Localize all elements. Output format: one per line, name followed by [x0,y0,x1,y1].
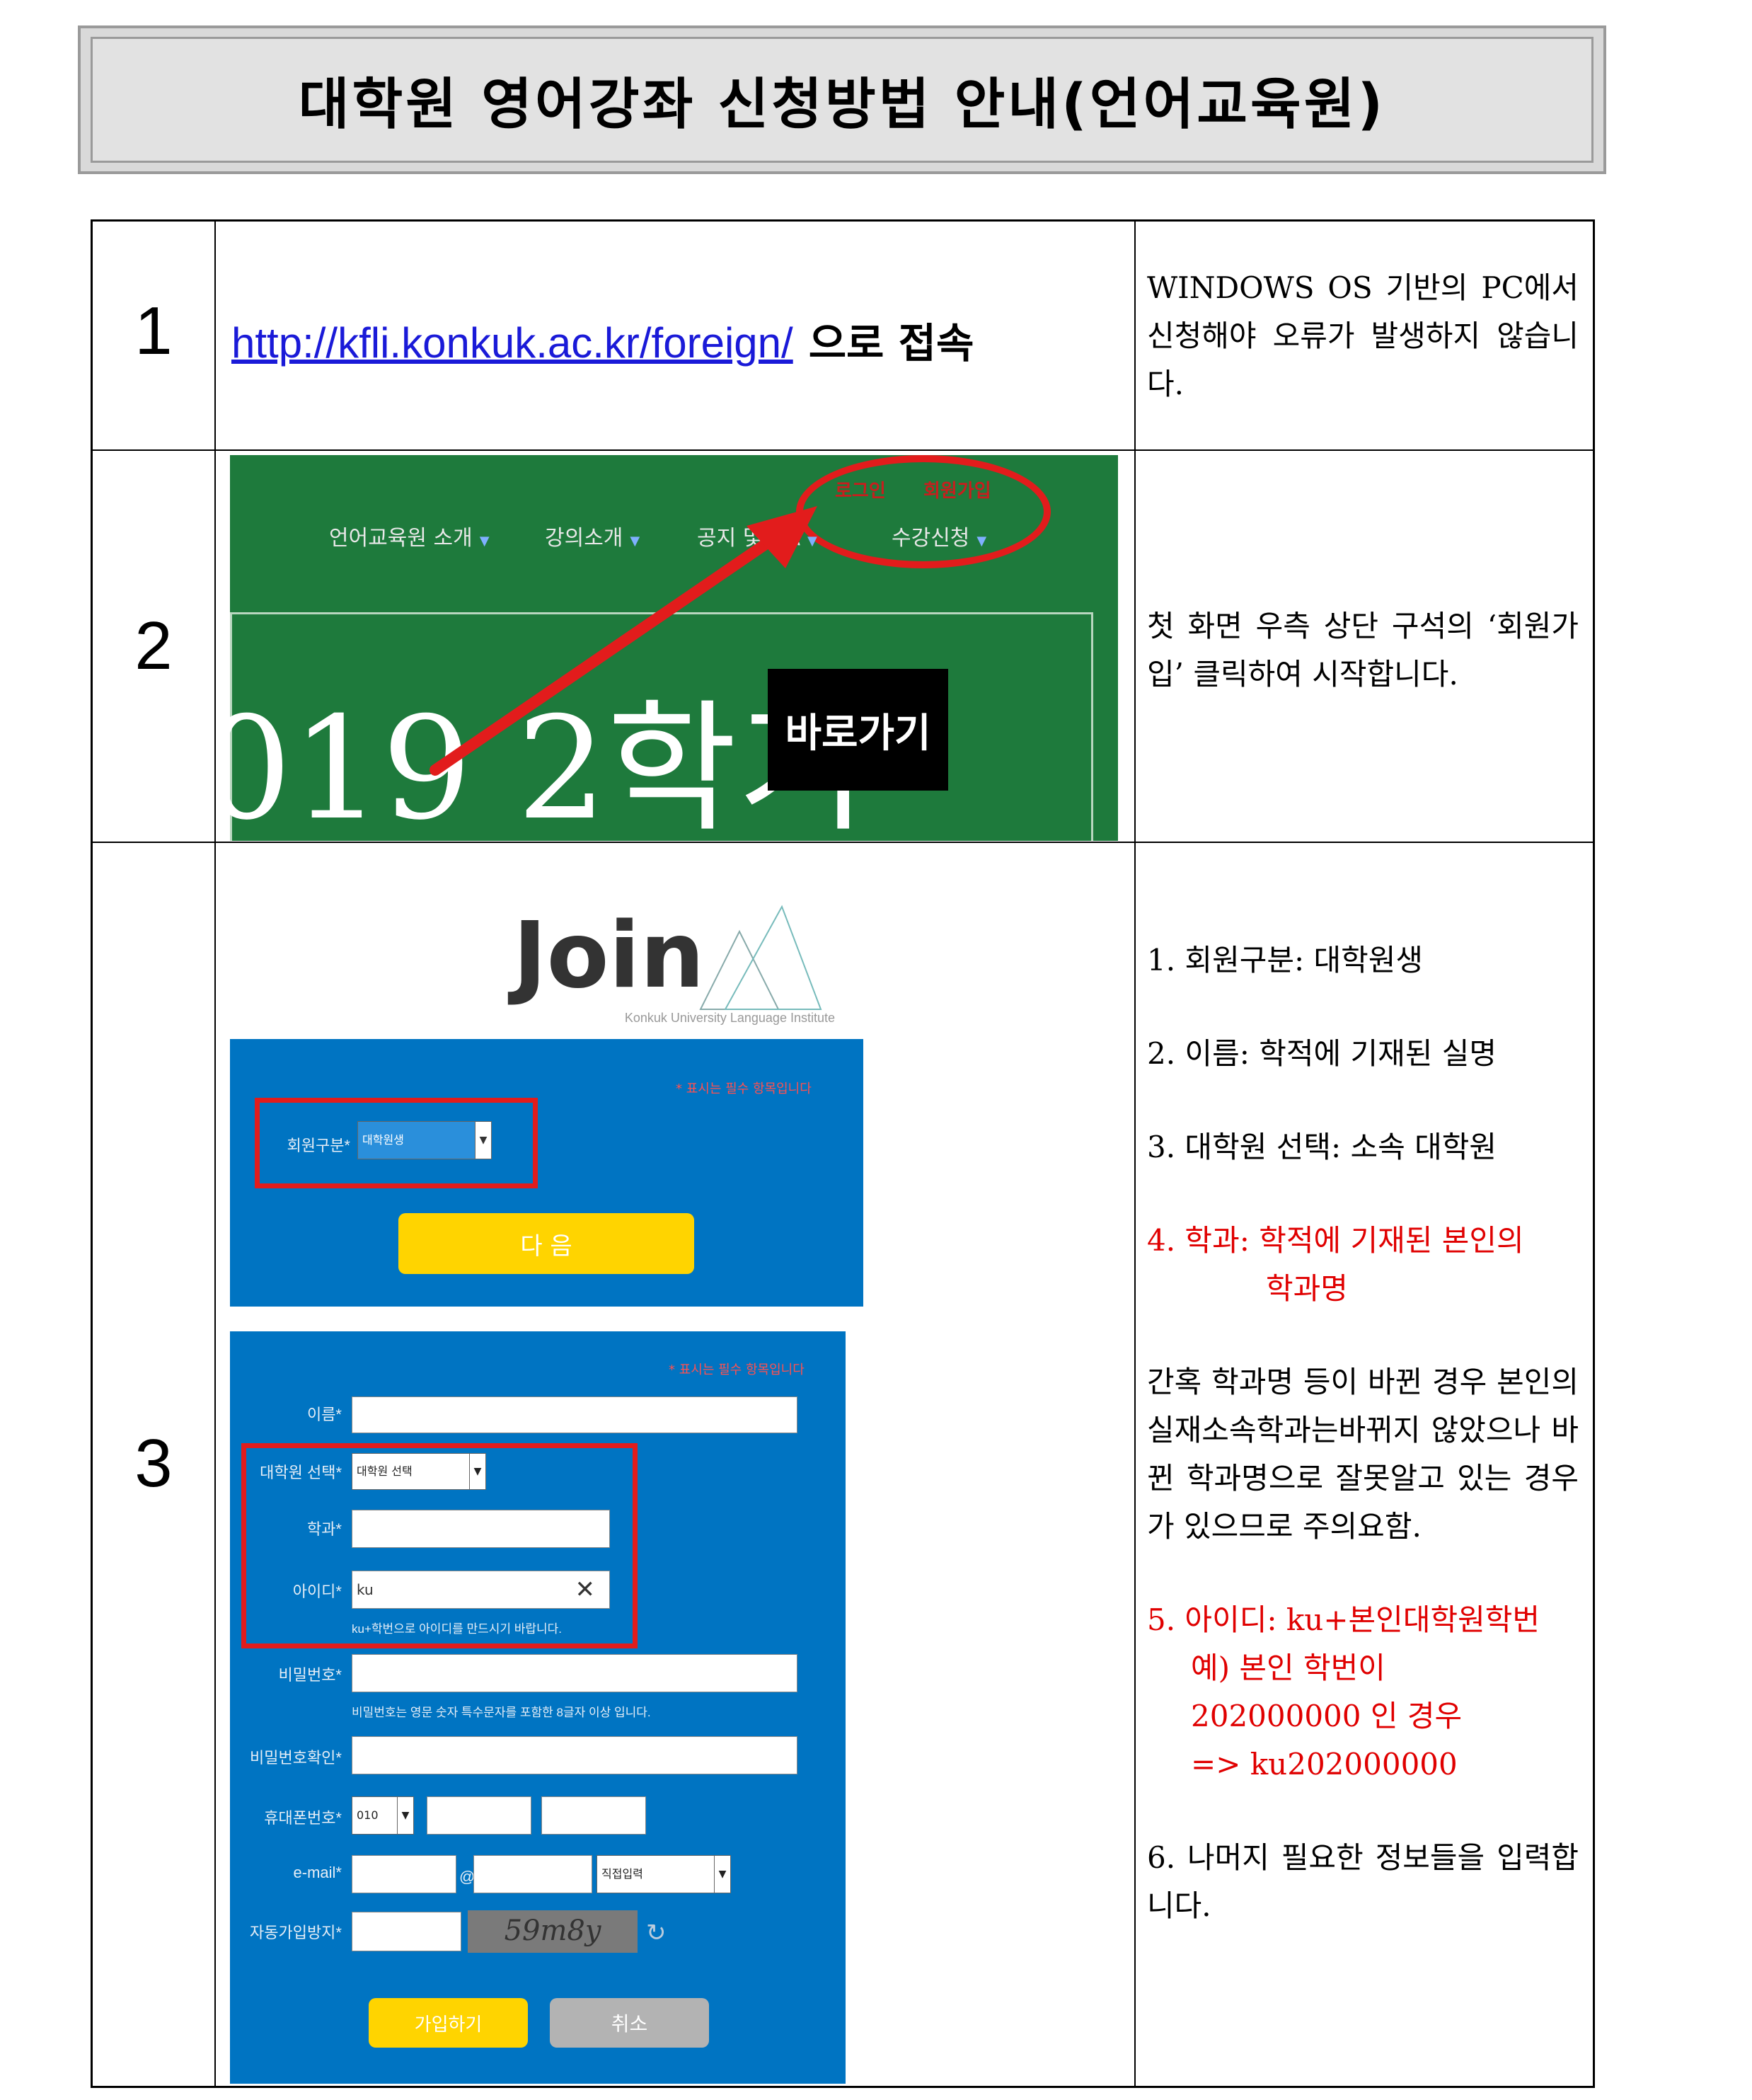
required-note: * 표시는 필수 항목입니다 [669,1362,805,1377]
grad-school-label: 대학원 선택* [260,1464,342,1481]
nav-item-courses[interactable]: 강의소개▼ [545,526,640,551]
signup-form-screenshot: * 표시는 필수 항목입니다 이름* 대학원 선택* 대학원 선택 ▼ 학과* … [230,1331,846,2084]
note-grad-school: 3. 대학원 선택: 소속 대학원 [1147,1130,1497,1164]
phone-prefix-select[interactable]: 010 ▼ [352,1796,414,1835]
chevron-down-icon: ▼ [475,1122,491,1159]
homepage-screenshot: 로그인 회원가입 언어교육원 소개▼ 강의소개▼ 공지 및 QA▼ 수강신청▼ … [230,455,1118,841]
title-inner: 대학원 영어강좌 신청방법 안내(언어교육원) [91,37,1593,163]
user-id-label: 아이디* [292,1583,342,1600]
note-department-warning: 간혹 학과명 등이 바뀐 경우 본인의 실재소속학과는바뀌지 않았으나 바뀐 학… [1147,1365,1579,1544]
step3-notes: 1. 회원구분: 대학원생 2. 이름: 학적에 기재된 실명 3. 대학원 선… [1147,936,1579,1930]
name-label: 이름* [306,1406,342,1423]
password-label: 비밀번호* [278,1666,342,1684]
next-button[interactable]: 다 음 [398,1213,694,1274]
triangle-logo-icon [699,905,822,1010]
note-name: 2. 이름: 학적에 기재된 실명 [1147,1036,1497,1071]
chevron-down-icon: ▼ [714,1856,730,1893]
department-label: 학과* [306,1520,342,1538]
col-divider-2 [1134,222,1136,2086]
note-department: 4. 학과: 학적에 기재된 본인의 [1147,1223,1524,1258]
chevron-down-icon: ▼ [469,1454,485,1489]
chevron-down-icon: ▼ [807,534,817,549]
password-confirm-input[interactable] [352,1736,797,1774]
password-input[interactable] [352,1654,797,1692]
join-heading: Join [513,903,705,1009]
red-arrow-icon [430,506,817,776]
submit-button[interactable]: 가입하기 [369,1998,528,2048]
required-note: * 표시는 필수 항목입니다 [676,1081,812,1096]
member-type-select[interactable]: 대학원생 ▼ [357,1121,492,1159]
captcha-image: 59m8y [468,1910,638,1953]
note-user-id: 5. 아이디: ku+본인대학원학번 [1147,1602,1540,1637]
phone-label: 휴대폰번호* [264,1809,342,1827]
note-member-type: 1. 회원구분: 대학원생 [1147,943,1424,977]
email-label: e-mail* [293,1864,342,1881]
note-user-id-result: => ku202000000 [1191,1747,1458,1781]
chevron-down-icon: ▼ [976,534,987,549]
member-type-label: 회원구분* [287,1137,350,1154]
guide-table: 1 http://kfli.konkuk.ac.kr/foreign/으로 접속… [91,219,1595,2088]
chevron-down-icon: ▼ [479,534,490,549]
captcha-label: 자동가입방지* [249,1924,342,1941]
grad-school-select[interactable]: 대학원 선택 ▼ [352,1453,486,1490]
email-domain-input[interactable] [473,1855,592,1893]
step1-note: WINDOWS OS 기반의 PC에서 신청해야 오류가 발생하지 않습니다. [1147,270,1579,401]
goto-button[interactable]: 바로가기 [768,669,948,791]
row-number: 3 [134,1425,173,1501]
email-at-sign: @ [459,1868,476,1886]
col-divider-1 [214,222,216,2086]
refresh-icon[interactable]: ↻ [646,1919,667,1947]
email-user-input[interactable] [352,1855,456,1893]
row-divider-2 [93,842,1593,843]
join-header: Join Konkuk University Language Institut… [230,854,863,1039]
title-box: 대학원 영어강좌 신청방법 안내(언어교육원) [78,25,1606,174]
note-user-id-example: 예) 본인 학번이 [1191,1651,1385,1685]
phone-middle-input[interactable] [427,1796,531,1835]
join-screenshot: Join Konkuk University Language Institut… [230,854,863,1307]
site-link[interactable]: http://kfli.konkuk.ac.kr/foreign/ [231,319,793,367]
highlight-box [241,1443,638,1648]
chevron-down-icon: ▼ [630,534,640,549]
row-number: 1 [134,293,173,369]
step1-instruction: http://kfli.konkuk.ac.kr/foreign/으로 접속 [231,310,974,369]
note-user-id-example-number: 202000000 인 경우 [1191,1699,1463,1733]
password-hint: 비밀번호는 영문 숫자 특수문자를 포함한 8글자 이상 입니다. [352,1706,651,1719]
id-hint: ku+학번으로 아이디를 만드시기 바랍니다. [352,1622,563,1636]
page-title: 대학원 영어강좌 신청방법 안내(언어교육원) [298,73,1386,137]
user-id-input[interactable]: ku ✕ [352,1571,610,1609]
highlight-box [255,1098,538,1188]
phone-last-input[interactable] [541,1796,646,1835]
chevron-down-icon: ▼ [397,1797,413,1834]
nav-item-register[interactable]: 수강신청▼ [892,526,987,551]
name-input[interactable] [352,1396,797,1433]
link-suffix: 으로 접속 [808,319,974,367]
note-department-cont: 학과명 [1266,1271,1348,1306]
step2-note: 첫 화면 우측 상단 구석의 ‘회원가입’ 클릭하여 시작합니다. [1147,609,1579,692]
clear-icon[interactable]: ✕ [575,1576,596,1604]
nav-item-about[interactable]: 언어교육원 소개▼ [329,526,490,551]
banner-text: 019 2학기 [230,687,868,841]
join-subheading: Konkuk University Language Institute [624,1011,835,1025]
password-confirm-label: 비밀번호확인* [249,1749,342,1767]
row-number: 2 [134,608,173,684]
note-remaining: 6. 나머지 필요한 정보들을 입력합니다. [1147,1840,1579,1923]
email-domain-select[interactable]: 직접입력 ▼ [597,1855,731,1893]
department-input[interactable] [352,1510,610,1548]
captcha-input[interactable] [352,1912,461,1951]
cancel-button[interactable]: 취소 [550,1998,709,2048]
row-divider-1 [93,449,1593,451]
